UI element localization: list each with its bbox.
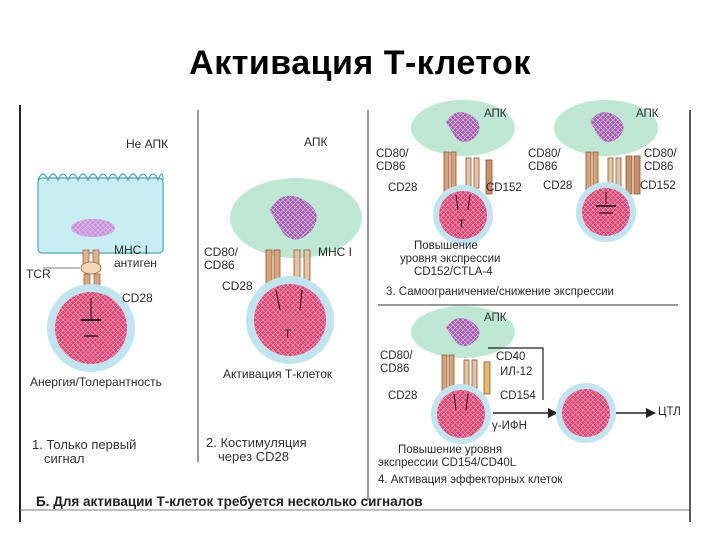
panel4-cd86-label: CD86 bbox=[380, 363, 410, 375]
slide-title: Активация Т-клеток bbox=[189, 44, 531, 82]
panel1-non-apc-label: Не АПК bbox=[126, 137, 169, 151]
panel4-t-cell bbox=[431, 384, 491, 444]
panel1-mhc-receptor bbox=[80, 249, 102, 289]
panel3-apc-left-label: АПК bbox=[484, 108, 507, 120]
panel2-mhc-label: МНС I bbox=[318, 245, 352, 259]
panel4-apc bbox=[411, 306, 515, 358]
panel4-ctl-label: ЦТЛ bbox=[658, 406, 681, 418]
panel2-cd86-label: CD86 bbox=[204, 258, 235, 272]
panel2-apc-label: АПК bbox=[304, 135, 328, 149]
panel4-note-2: экспрессии CD154/CD40L bbox=[378, 457, 517, 469]
figure-t-cell-activation: Не АПК МНС I антиген TCR CD28 Анергия/То… bbox=[18, 100, 696, 530]
panel4-il12-label: ИЛ-12 bbox=[500, 366, 533, 378]
panel1-caption-1: 1. Только первый bbox=[32, 437, 137, 452]
panel2-cd80-label: CD80/ bbox=[204, 245, 239, 259]
panel2-t-cell bbox=[246, 276, 334, 364]
panel2-result-label: Активация Т-клеток bbox=[223, 367, 333, 381]
panel4-cd80-label: CD80/ bbox=[380, 350, 413, 362]
panel2-cd28-label: CD28 bbox=[222, 279, 253, 293]
panel3-note-3: CD152/CTLA-4 bbox=[414, 266, 493, 278]
panel3-cd80-right: CD80/ bbox=[644, 148, 677, 160]
panel4-ifn-label: γ-ИФН bbox=[492, 420, 527, 432]
panel1-non-apc-cell bbox=[37, 173, 164, 254]
panel3-caption: 3. Самоограничение/снижение экспрессии bbox=[386, 286, 614, 298]
panel3-cd86-right: CD86 bbox=[644, 161, 674, 173]
panel4-cd40-label: CD40 bbox=[496, 351, 526, 363]
panel3-cd86-left: CD86 bbox=[376, 161, 406, 173]
panel3-cd28-left-label: CD28 bbox=[388, 182, 418, 194]
panel4-caption: 4. Активация эффекторных клеток bbox=[378, 474, 563, 486]
panel3-cd86-mid: CD86 bbox=[528, 161, 558, 173]
panel1-cd28-label: CD28 bbox=[122, 291, 153, 305]
panel3-apc-right bbox=[554, 100, 658, 156]
panel1-tcr-label: TCR bbox=[26, 267, 51, 281]
panel1-antigen-label: антиген bbox=[114, 256, 157, 270]
panel3-t-label: Т bbox=[458, 219, 466, 231]
panel3-cd152-left-label: CD152 bbox=[486, 182, 522, 194]
panel4-note-1: Повышение уровня bbox=[398, 444, 503, 456]
panel4-apc-label: АПК bbox=[484, 312, 507, 324]
panel2-caption-2: через CD28 bbox=[218, 449, 289, 464]
panel3-apc-left bbox=[411, 100, 515, 156]
panel1-t-cell bbox=[47, 284, 135, 372]
panel3-cd80-left: CD80/ bbox=[376, 148, 409, 160]
panel3-t-cell-right bbox=[576, 182, 636, 242]
panel2-t-label: Т bbox=[284, 327, 292, 341]
footer-caption: Б. Для активации Т-клеток требуется неск… bbox=[36, 494, 423, 509]
panel3-receptors-right bbox=[585, 151, 641, 195]
panel3-t-cell-left bbox=[433, 185, 493, 245]
panel4-arrows bbox=[488, 347, 656, 418]
panel4-cd28-label: CD28 bbox=[388, 390, 418, 402]
panel3-cd28-right-label: CD28 bbox=[543, 180, 573, 192]
panel3-note-1: Повышение bbox=[414, 240, 478, 252]
panel1-mhc-label: МНС I bbox=[114, 243, 148, 257]
panel2-caption-1: 2. Костимуляция bbox=[206, 435, 307, 450]
panel4-cd154-label: CD154 bbox=[500, 390, 536, 402]
panel2-apc-cell bbox=[230, 178, 362, 258]
panel1-state-label: Анергия/Толерантность bbox=[30, 375, 162, 389]
panel3-apc-right-label: АПК bbox=[636, 108, 659, 120]
panel1-caption-2: сигнал bbox=[44, 451, 85, 466]
figure-graphics bbox=[19, 100, 691, 522]
panel4-effector-cell bbox=[556, 383, 616, 443]
panel3-note-2: уровня экспрессии bbox=[400, 253, 501, 265]
panel4-receptors bbox=[441, 354, 491, 395]
panel3-cd152-right-label: CD152 bbox=[640, 180, 676, 192]
panel3-cd80-mid: CD80/ bbox=[528, 148, 561, 160]
